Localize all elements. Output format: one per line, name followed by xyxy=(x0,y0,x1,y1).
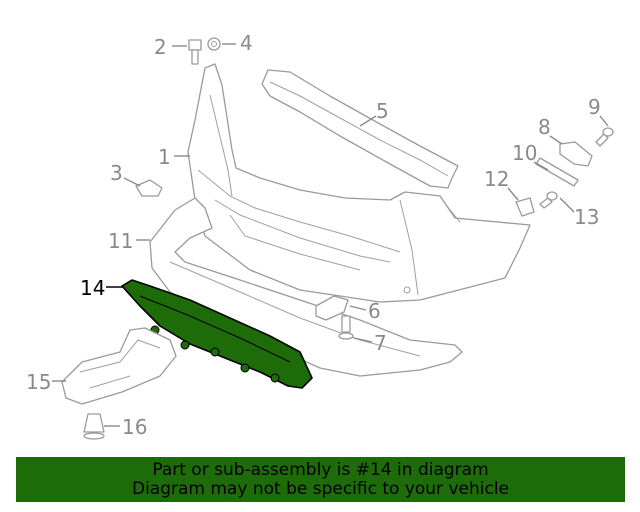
leader-13 xyxy=(559,197,575,213)
leader-5 xyxy=(359,115,377,127)
callout-12[interactable]: 12 xyxy=(484,167,509,191)
callout-15[interactable]: 15 xyxy=(26,370,51,394)
part-7-screw[interactable] xyxy=(338,315,354,340)
part-13-screw[interactable] xyxy=(539,191,558,209)
callout-11[interactable]: 11 xyxy=(108,229,133,253)
callout-14[interactable]: 14 xyxy=(80,276,105,300)
leader-8 xyxy=(549,135,563,145)
leader-7 xyxy=(353,337,373,343)
part-15-undercover[interactable] xyxy=(61,327,177,405)
part-9-screw[interactable] xyxy=(595,127,614,147)
part-16-clip[interactable] xyxy=(83,413,105,440)
banner-line-2: Diagram may not be specific to your vehi… xyxy=(131,478,509,499)
leader-3 xyxy=(123,177,141,187)
leader-9 xyxy=(599,115,609,127)
callout-9[interactable]: 9 xyxy=(588,95,601,119)
callout-2[interactable]: 2 xyxy=(154,35,167,59)
part-2-bolt[interactable] xyxy=(188,39,202,65)
part-3-bracket[interactable] xyxy=(135,179,163,197)
part-4-nut[interactable] xyxy=(207,37,221,51)
part-14-highlighted[interactable] xyxy=(121,279,313,389)
leader-6 xyxy=(349,305,367,311)
callout-8[interactable]: 8 xyxy=(538,115,551,139)
callout-3[interactable]: 3 xyxy=(110,161,123,185)
callout-1[interactable]: 1 xyxy=(158,145,171,169)
part-8-bracket[interactable] xyxy=(559,141,593,167)
part-12-clip[interactable] xyxy=(515,197,535,217)
callout-5[interactable]: 5 xyxy=(376,99,389,123)
part-5-scuff-plate[interactable] xyxy=(261,69,459,189)
banner-line-1: Part or sub-assembly is #14 in diagram xyxy=(152,459,489,480)
callout-6[interactable]: 6 xyxy=(368,299,381,323)
leader-10 xyxy=(533,161,549,171)
callout-13[interactable]: 13 xyxy=(574,205,599,229)
exploded-parts-diagram: 2 4 5 9 8 1 10 3 12 13 11 14 6 7 15 16 xyxy=(26,31,614,440)
part-info-banner: Part or sub-assembly is #14 in diagram D… xyxy=(16,457,625,502)
callout-7[interactable]: 7 xyxy=(374,331,387,355)
callout-16[interactable]: 16 xyxy=(122,415,147,439)
part-1-bumper-cover[interactable] xyxy=(187,63,531,303)
part-6-bracket[interactable] xyxy=(315,295,349,321)
leader-12 xyxy=(507,187,519,201)
callout-10[interactable]: 10 xyxy=(512,141,537,165)
callout-4[interactable]: 4 xyxy=(240,31,253,55)
part-10-strip[interactable] xyxy=(535,157,579,187)
